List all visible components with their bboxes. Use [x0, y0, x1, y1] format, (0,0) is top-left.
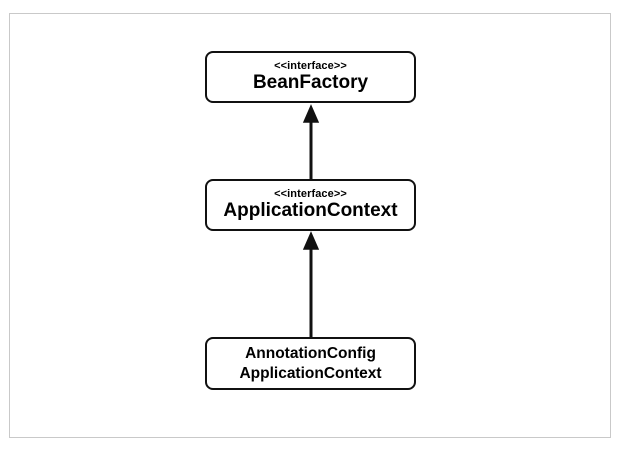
arrowhead-icon	[302, 104, 320, 123]
node-name-line: ApplicationContext	[239, 364, 382, 382]
node-stereotype: <<interface>>	[274, 188, 347, 200]
node-beanfactory: <<interface>> BeanFactory	[205, 51, 416, 103]
node-annotationconfigapplicationcontext: AnnotationConfig ApplicationContext	[205, 337, 416, 390]
node-name-line: AnnotationConfig	[245, 344, 376, 362]
edge-annotationconfig-to-applicationcontext	[302, 231, 320, 339]
edge-applicationcontext-to-beanfactory	[302, 104, 320, 181]
node-stereotype: <<interface>>	[274, 60, 347, 72]
node-applicationcontext: <<interface>> ApplicationContext	[205, 179, 416, 231]
arrowhead-icon	[302, 231, 320, 250]
node-name: ApplicationContext	[223, 200, 398, 221]
node-name: BeanFactory	[252, 72, 369, 93]
